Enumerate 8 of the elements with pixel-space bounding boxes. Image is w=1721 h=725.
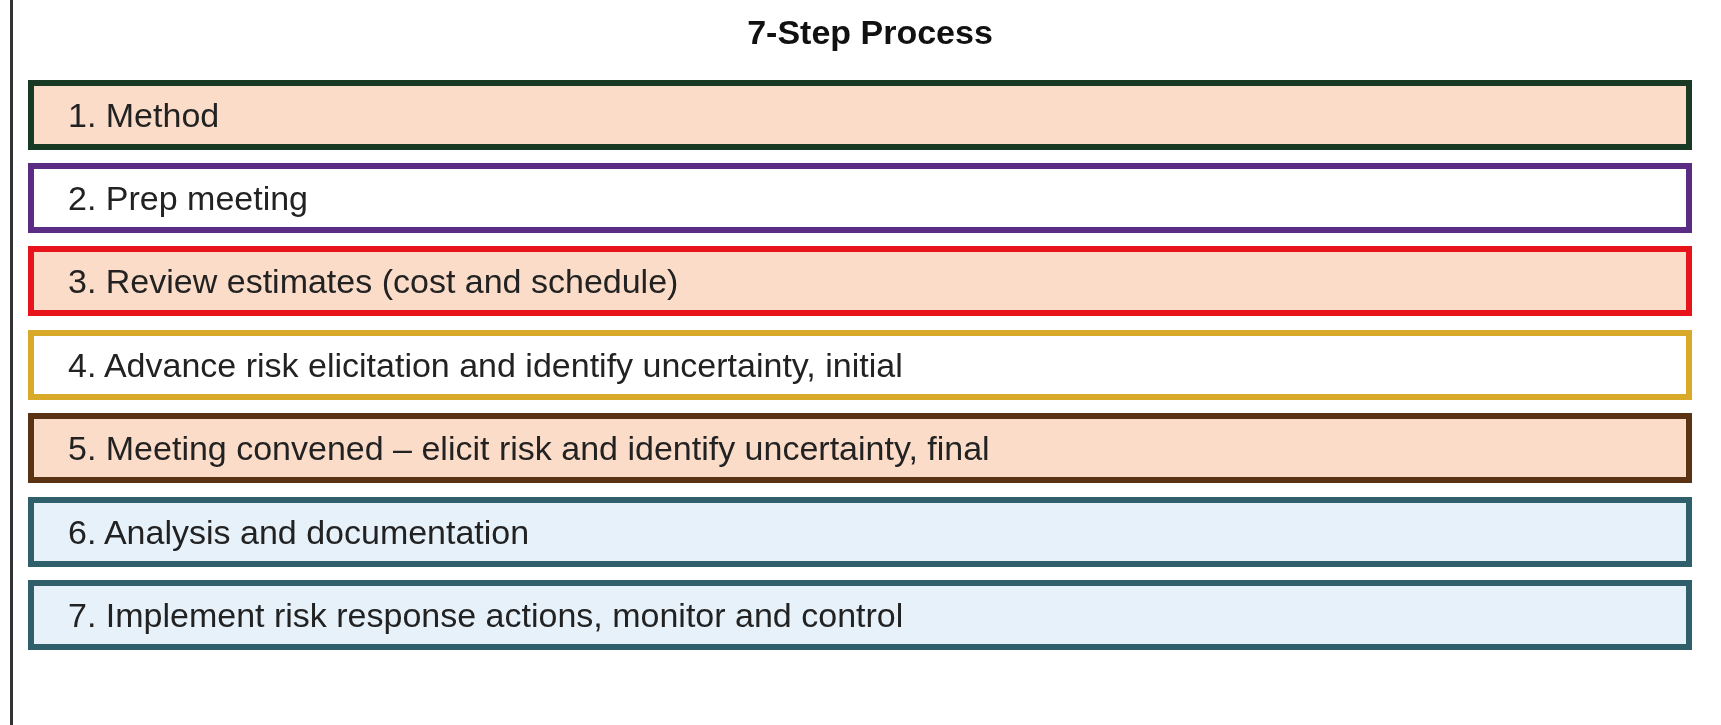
step-box: 5. Meeting convened – elicit risk and identify uncertainty, final	[28, 413, 1692, 483]
step-box: 2. Prep meeting	[28, 163, 1692, 233]
step-box: 1. Method	[28, 80, 1692, 150]
step-box: 6. Analysis and documentation	[28, 497, 1692, 567]
panel-title: 7-Step Process	[746, 13, 994, 52]
step-box: 7. Implement risk response actions, monitor and control	[28, 580, 1692, 650]
step-box: 3. Review estimates (cost and schedule)	[28, 246, 1692, 316]
step-box: 4. Advance risk elicitation and identify uncertainty, initial	[28, 330, 1692, 400]
